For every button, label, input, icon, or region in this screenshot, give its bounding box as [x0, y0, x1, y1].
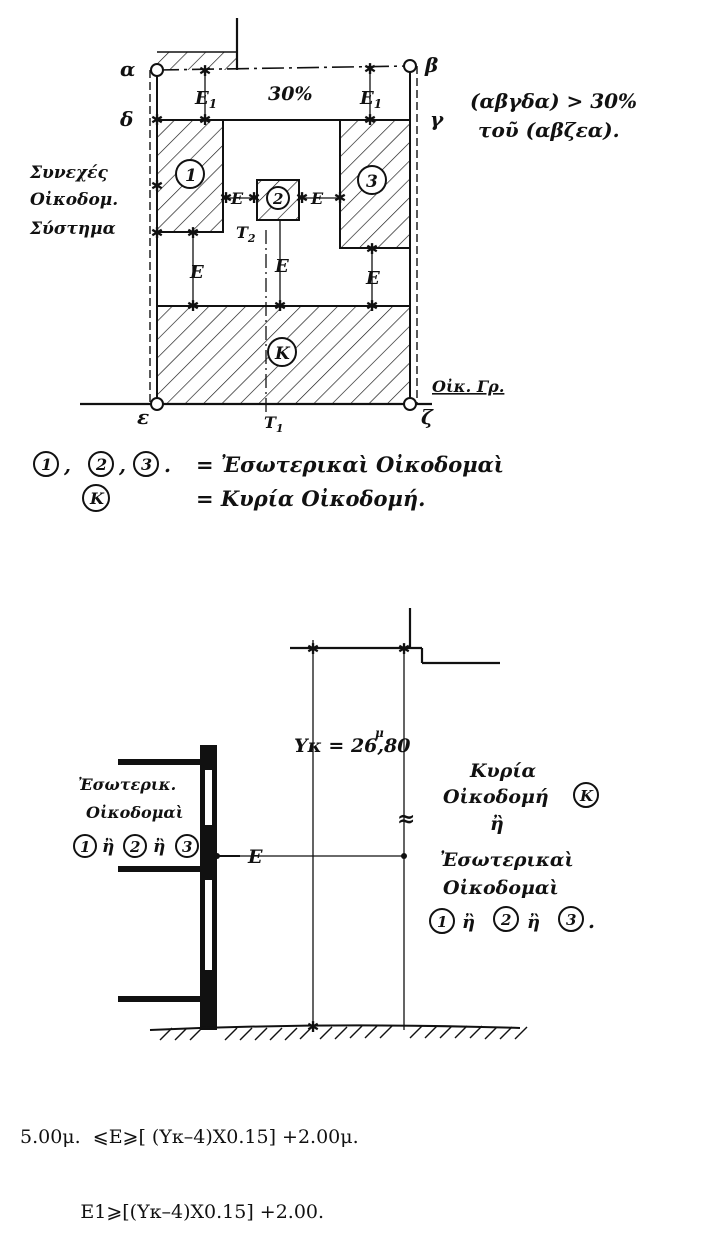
e-label-4: E	[230, 189, 244, 208]
svg-text:✱: ✱	[366, 240, 379, 258]
svg-text:✱: ✱	[187, 297, 200, 315]
building-k-number: K	[274, 344, 291, 364]
e-label-5: E	[310, 189, 324, 208]
svg-text:✱: ✱	[274, 297, 287, 315]
legend-sep-1: ,	[63, 453, 71, 477]
drawing-canvas: ✱✱ ✱✱ ✱✱ ✱✱✱ ✱✱ ✱✱ ✱✱ ✱ α β γ δ ε ζ 30% …	[29, 18, 637, 1041]
system-label-3: Σύστημα	[29, 219, 116, 239]
svg-text:✱: ✱	[334, 189, 347, 207]
left-label-2: Οἰκοδομαὶ	[86, 803, 183, 822]
left-or-2: ἢ	[153, 837, 165, 857]
ground-hatching	[159, 1025, 528, 1041]
site-plan: ✱✱ ✱✱ ✱✱ ✱✱✱ ✱✱ ✱✱ ✱✱ ✱ α β γ δ ε ζ 30% …	[29, 18, 637, 435]
area-ratio-note-2: τοῦ (αβζεα).	[478, 118, 620, 142]
legend-num-3: 3	[141, 455, 152, 474]
legend-sep-3: .	[164, 453, 171, 477]
street-label: Οἰκ. Γρ.	[432, 377, 504, 396]
legend-inner-buildings: = Ἐσωτερικαὶ Οἰκοδομαὶ	[196, 452, 504, 477]
e-label-1: E	[189, 262, 204, 283]
left-num-2: 2	[129, 838, 140, 856]
formula-line-1: 5.00μ. ⩽E⩾[ (Yκ–4)X0.15] +2.00μ.	[20, 1126, 359, 1148]
formula-block: 5.00μ. ⩽E⩾[ (Yκ–4)X0.15] +2.00μ. E1⩾[(Yκ…	[20, 1075, 359, 1250]
left-label-1: Ἐσωτερικ.	[78, 775, 176, 794]
height-unit: μ	[375, 726, 384, 740]
svg-text:✱: ✱	[187, 224, 200, 242]
right-label-2: Οἰκοδομή	[443, 786, 549, 808]
legend-main-building: = Κυρία Οἰκοδομή.	[196, 486, 426, 511]
right-label-1: Κυρία	[469, 760, 537, 782]
height-label: Yκ = 26,80	[294, 735, 410, 757]
right-label-3: Ἐσωτερικαὶ	[440, 849, 574, 871]
section-diagram: ✱ ✱ ✱ Yκ = 26,80 μ	[73, 608, 599, 1041]
svg-text:✱: ✱	[364, 60, 377, 78]
svg-text:✱: ✱	[398, 640, 411, 658]
corner-b-label: β	[424, 53, 438, 77]
building-1-number: 1	[185, 166, 197, 186]
corner-a-label: α	[120, 57, 135, 81]
e-label-2: E	[274, 256, 289, 277]
right-or-2: ἢ	[527, 912, 540, 933]
legend-num-2: 2	[95, 455, 107, 474]
system-label-1: Συνεχές	[29, 163, 108, 183]
svg-text:✱: ✱	[151, 111, 164, 129]
svg-text:✱: ✱	[307, 640, 320, 658]
t2-label: T2	[236, 223, 256, 245]
svg-text:✱: ✱	[220, 189, 233, 207]
svg-text:✱: ✱	[248, 189, 261, 207]
legend-sep-2: ,	[118, 453, 126, 477]
svg-text:✱: ✱	[199, 62, 212, 80]
corner-g-label: γ	[430, 107, 444, 131]
svg-text:✱: ✱	[307, 1018, 320, 1036]
corner-b-marker	[403, 59, 417, 73]
e1-label-left: E1	[194, 88, 217, 111]
right-num-k: K	[579, 787, 594, 805]
right-label-or: ἢ	[490, 813, 504, 835]
right-or-1: ἢ	[462, 912, 475, 933]
e1-label-right: E1	[359, 88, 382, 111]
corner-a-marker	[150, 63, 164, 77]
corner-z-label: ζ	[421, 405, 434, 429]
t1-label: T1	[264, 413, 284, 435]
legend-num-1: 1	[41, 455, 52, 474]
area-ratio-note: (αβγδα) > 30%	[470, 89, 637, 113]
building-2-number: 2	[272, 190, 283, 208]
right-label-4: Οἰκοδομαὶ	[443, 877, 559, 899]
left-num-1: 1	[80, 838, 90, 856]
corner-z-marker	[403, 397, 417, 411]
legend: 1 , 2 , 3 . K = Ἐσωτερικαὶ Οἰκοδομαὶ = Κ…	[33, 451, 504, 512]
approx-sign: ≈	[397, 806, 415, 832]
svg-text:✱: ✱	[151, 177, 164, 195]
svg-text:✱: ✱	[296, 189, 309, 207]
e-label-3: E	[365, 268, 380, 289]
percentage-label: 30%	[268, 83, 313, 105]
left-num-3: 3	[182, 838, 192, 856]
right-num-3: 3	[566, 911, 576, 929]
left-or-1: ἢ	[102, 837, 114, 857]
formula-line-2: E1⩾[(Yκ–4)X0.15] +2.00.	[20, 1201, 325, 1223]
svg-text:✱: ✱	[364, 111, 377, 129]
building-3-number: 3	[366, 172, 378, 192]
block-top-left	[157, 52, 237, 70]
svg-text:✱: ✱	[151, 224, 164, 242]
svg-text:✱: ✱	[366, 297, 379, 315]
measure-marks: ✱ ✱ ✱ ✱ ✱ ✱ ✱ ✱ ✱ ✱ ✱ ✱ ✱ ✱ ✱ ✱	[151, 60, 379, 315]
corner-e-label: ε	[137, 405, 149, 429]
legend-num-k: K	[89, 489, 105, 508]
e-level-label: E	[247, 846, 263, 868]
corner-e-marker	[150, 397, 164, 411]
system-label-2: Οἰκοδομ.	[30, 190, 118, 210]
corner-d-label: δ	[119, 107, 133, 131]
right-end-dot: .	[588, 909, 595, 933]
right-num-2: 2	[500, 911, 511, 929]
right-num-1: 1	[437, 913, 447, 931]
svg-text:✱: ✱	[199, 111, 212, 129]
